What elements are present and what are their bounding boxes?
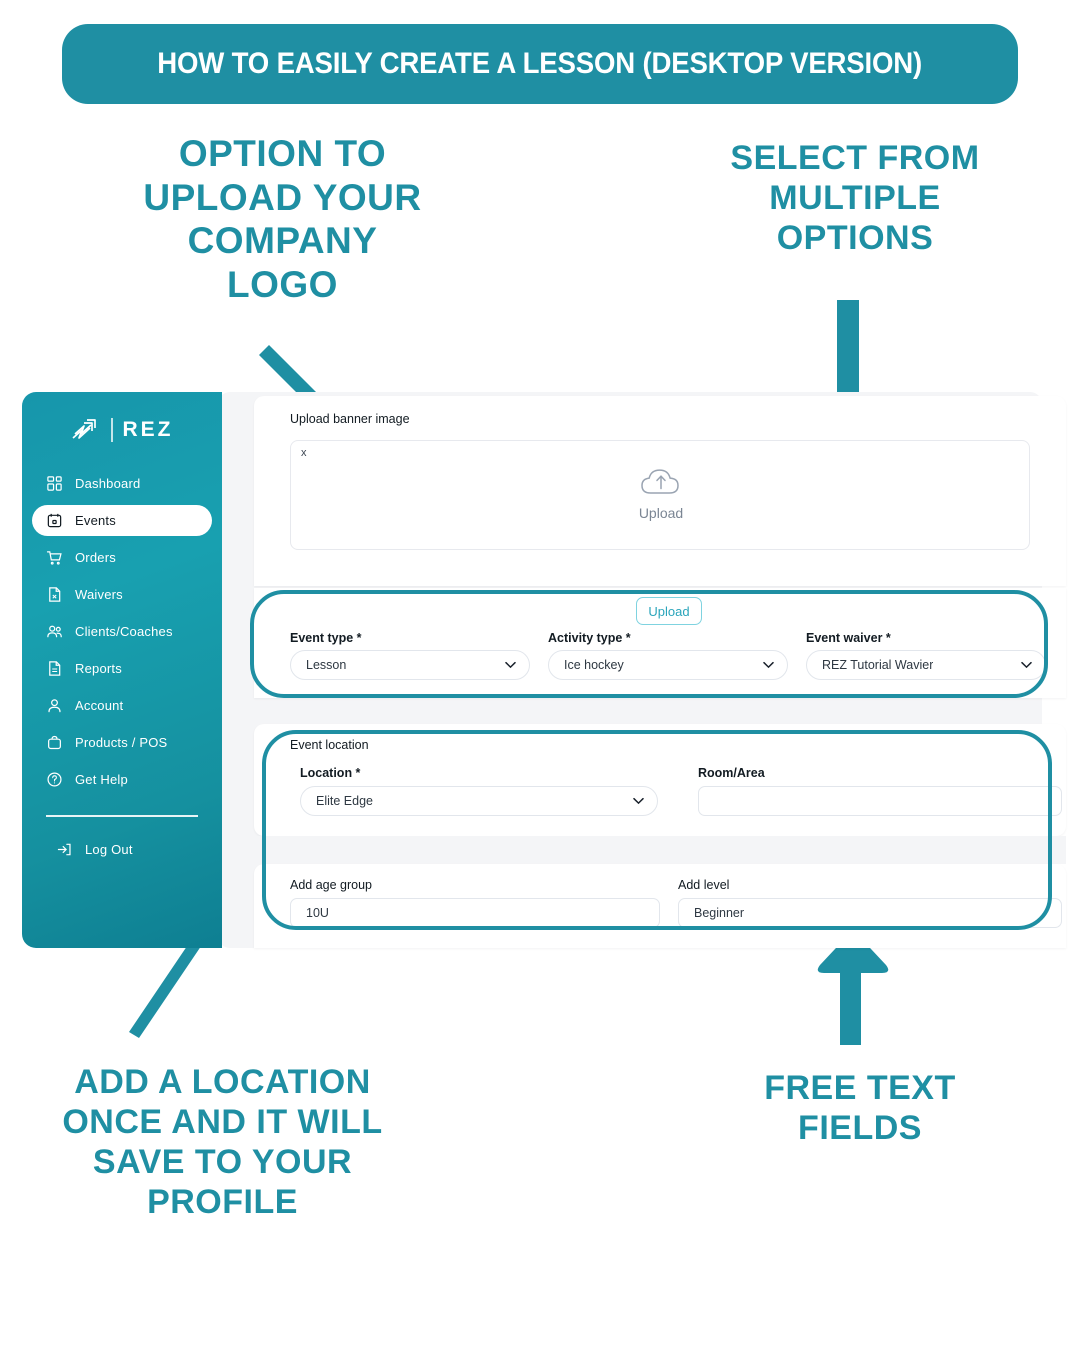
sidebar-item-label: Events bbox=[75, 513, 116, 528]
header-banner: HOW TO EASILY CREATE A LESSON (DESKTOP V… bbox=[62, 24, 1018, 104]
location-value: Elite Edge bbox=[316, 794, 373, 808]
chevron-down-icon bbox=[633, 797, 644, 805]
remove-image-icon[interactable]: x bbox=[301, 447, 307, 459]
sidebar-item-label: Log Out bbox=[85, 842, 133, 857]
add-level-input[interactable]: Beginner bbox=[678, 898, 1062, 928]
banner-title: HOW TO EASILY CREATE A LESSON (DESKTOP V… bbox=[157, 47, 923, 80]
sidebar-item-clients-coaches[interactable]: Clients/Coaches bbox=[32, 616, 212, 647]
add-level-label: Add level bbox=[678, 878, 730, 892]
sidebar-nav: Dashboard Events bbox=[22, 468, 222, 801]
location-label: Location * bbox=[300, 766, 361, 780]
person-icon bbox=[48, 699, 61, 713]
add-age-group-input[interactable]: 10U bbox=[290, 898, 660, 928]
sidebar-item-orders[interactable]: Orders bbox=[32, 542, 212, 573]
event-type-select[interactable]: Lesson bbox=[290, 650, 530, 680]
sidebar-item-label: Dashboard bbox=[75, 476, 141, 491]
event-waiver-value: REZ Tutorial Wavier bbox=[822, 658, 934, 672]
event-location-card: Event location Location * Room/Area Elit… bbox=[254, 724, 1066, 836]
people-icon bbox=[47, 625, 62, 638]
sidebar-item-label: Orders bbox=[75, 550, 116, 565]
annotation-free-text: FREE TEXT FIELDS bbox=[764, 1069, 956, 1148]
event-location-label: Event location bbox=[290, 738, 369, 752]
chevron-down-icon bbox=[505, 661, 516, 669]
arrow-up-icon bbox=[817, 931, 889, 1045]
dropzone-label: Upload bbox=[638, 505, 684, 521]
logout-icon bbox=[57, 843, 71, 856]
sidebar-item-label: Waivers bbox=[75, 587, 123, 602]
annotation-upload-logo: OPTION TO UPLOAD YOUR COMPANY LOGO bbox=[143, 133, 422, 305]
calendar-icon bbox=[47, 513, 62, 528]
sidebar-item-label: Reports bbox=[75, 661, 122, 676]
event-type-card: Event type * Activity type * Event waive… bbox=[254, 588, 1066, 698]
grid-icon bbox=[47, 476, 62, 491]
event-waiver-label: Event waiver * bbox=[806, 631, 891, 645]
room-area-label: Room/Area bbox=[698, 766, 765, 780]
chevron-down-icon bbox=[763, 661, 774, 669]
document-lines-icon bbox=[49, 661, 61, 676]
sidebar-item-waivers[interactable]: Waivers bbox=[32, 579, 212, 610]
event-type-value: Lesson bbox=[306, 658, 347, 672]
sidebar-item-reports[interactable]: Reports bbox=[32, 653, 212, 684]
dropzone-content: Upload bbox=[291, 465, 1031, 521]
sidebar-divider bbox=[46, 815, 198, 817]
bag-icon bbox=[48, 735, 61, 750]
rez-logo-icon bbox=[71, 419, 96, 439]
location-select[interactable]: Elite Edge bbox=[300, 786, 658, 816]
question-circle-icon bbox=[47, 772, 62, 787]
sidebar-item-label: Clients/Coaches bbox=[75, 624, 173, 639]
sidebar-item-dashboard[interactable]: Dashboard bbox=[32, 468, 212, 499]
activity-type-label: Activity type * bbox=[548, 631, 631, 645]
sidebar-item-account[interactable]: Account bbox=[32, 690, 212, 721]
section-gap bbox=[254, 836, 1066, 864]
logo-divider bbox=[110, 418, 113, 442]
sidebar-item-events[interactable]: Events bbox=[32, 505, 212, 536]
annotation-add-location: ADD A LOCATION ONCE AND IT WILL SAVE TO … bbox=[62, 1063, 383, 1222]
app-screenshot: REZ Dashboard bbox=[22, 392, 1066, 948]
sidebar: REZ Dashboard bbox=[22, 392, 222, 948]
activity-type-value: Ice hockey bbox=[564, 658, 624, 672]
add-age-group-value: 10U bbox=[306, 906, 329, 920]
chevron-down-icon bbox=[1021, 661, 1032, 669]
sidebar-item-logout[interactable]: Log Out bbox=[42, 834, 222, 865]
age-level-card: Add age group Add level 10U Beginner bbox=[254, 864, 1066, 948]
sidebar-item-label: Products / POS bbox=[75, 735, 168, 750]
event-waiver-select[interactable]: REZ Tutorial Wavier bbox=[806, 650, 1046, 680]
upload-banner-label: Upload banner image bbox=[290, 412, 410, 426]
room-area-input[interactable] bbox=[698, 786, 1062, 816]
sidebar-item-label: Account bbox=[75, 698, 124, 713]
sidebar-item-label: Get Help bbox=[75, 772, 128, 787]
brand-logo[interactable]: REZ bbox=[22, 408, 222, 452]
sidebar-item-products-pos[interactable]: Products / POS bbox=[32, 727, 212, 758]
add-level-value: Beginner bbox=[694, 906, 745, 920]
sidebar-item-get-help[interactable]: Get Help bbox=[32, 764, 212, 795]
annotation-select-options: SELECT FROM MULTIPLE OPTIONS bbox=[730, 139, 980, 258]
event-type-label: Event type * bbox=[290, 631, 362, 645]
add-age-group-label: Add age group bbox=[290, 878, 373, 892]
upload-button[interactable]: Upload bbox=[636, 597, 702, 625]
document-x-icon bbox=[49, 587, 61, 602]
cloud-upload-icon bbox=[641, 469, 679, 494]
activity-type-select[interactable]: Ice hockey bbox=[548, 650, 788, 680]
banner-dropzone[interactable]: x Upload bbox=[290, 440, 1030, 550]
cart-icon bbox=[46, 551, 62, 565]
logo-text: REZ bbox=[122, 418, 174, 441]
